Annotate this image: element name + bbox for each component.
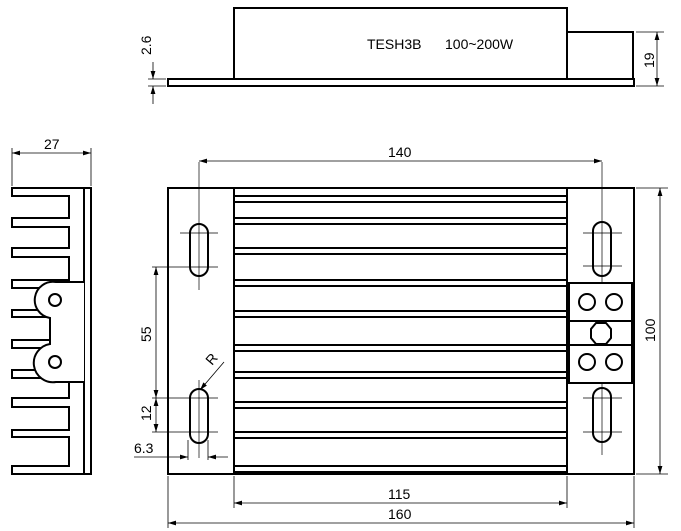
terminal-box: [566, 31, 634, 80]
dim-depth: 27: [44, 136, 60, 152]
dim-total-width: 100: [642, 318, 658, 342]
base-plate: [167, 78, 635, 87]
terminal-clamp: [32, 280, 84, 384]
dim-plate-thickness: 2.6: [138, 35, 154, 55]
screw-hole: [48, 293, 62, 307]
front-view: 140 55 12 6.3 R 115 160 100: [134, 144, 668, 528]
terminal-block: [568, 282, 633, 384]
dim-height: 19: [641, 52, 657, 68]
power-label: 100~200W: [445, 36, 514, 52]
dim-hole-spacing-length: 140: [388, 144, 412, 160]
dim-fin-length: 115: [388, 486, 411, 502]
fin-lines: [234, 195, 567, 473]
terminal-screw: [605, 293, 623, 311]
dim-slot-length: 12: [138, 405, 154, 421]
dim-slot-width: 6.3: [134, 440, 154, 456]
terminal-screw: [578, 353, 596, 371]
dim-hole-spacing-height: 55: [138, 326, 154, 342]
base-plate-outline: [167, 187, 635, 475]
side-view: 27: [11, 136, 92, 475]
top-view: TESH3B 100~200W 2.6 19: [138, 7, 664, 104]
dim-total-length: 160: [388, 506, 412, 522]
terminal-screw: [605, 353, 623, 371]
cable-gland: [590, 322, 612, 345]
screw-hole: [48, 355, 62, 369]
model-label: TESH3B: [367, 36, 421, 52]
dim-radius: R: [202, 350, 221, 368]
terminal-screw: [578, 293, 596, 311]
